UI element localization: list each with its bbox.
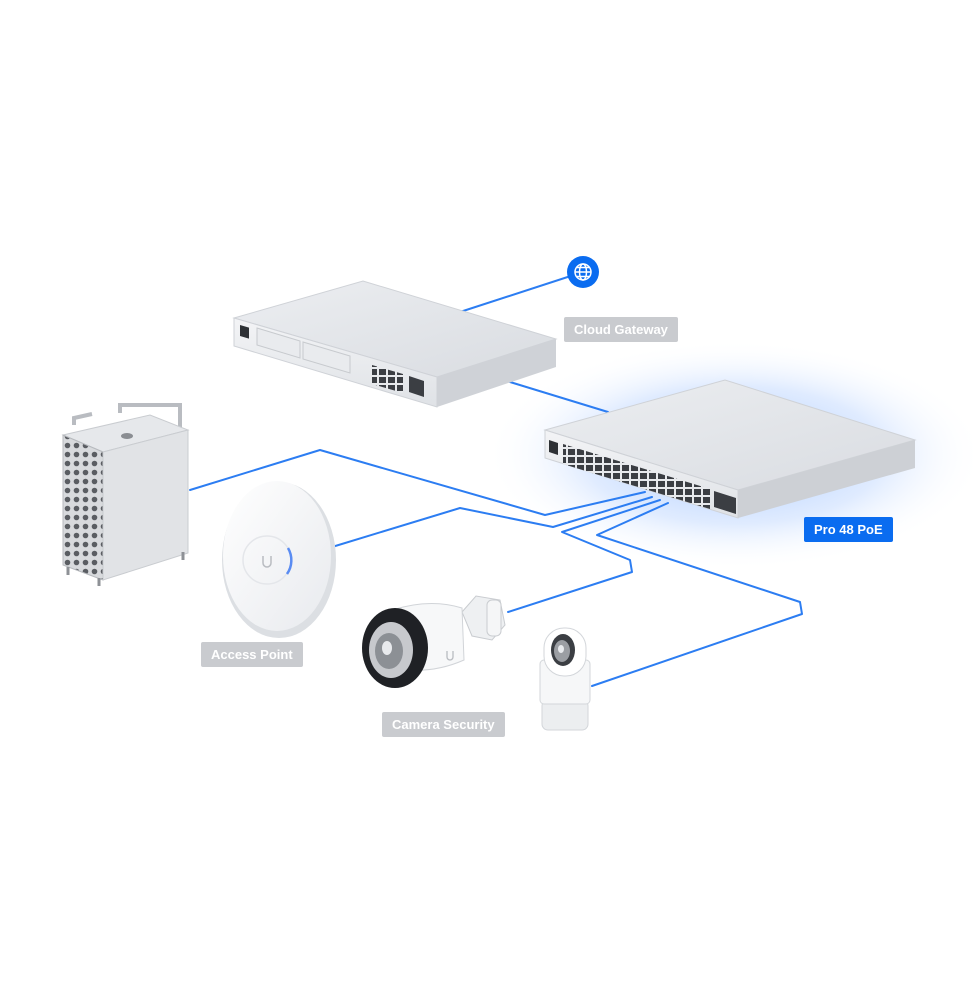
access-point-device bbox=[222, 481, 336, 638]
workstation-tower bbox=[61, 403, 190, 586]
internet-node bbox=[567, 256, 599, 288]
bullet-camera-device bbox=[362, 595, 506, 688]
network-cables bbox=[189, 271, 803, 687]
cable-switch-to-dome-camera bbox=[591, 502, 803, 687]
cable-switch-to-bullet-camera bbox=[507, 499, 661, 613]
camera-security-label: Camera Security bbox=[382, 712, 505, 737]
switch-label: Pro 48 PoE bbox=[804, 517, 893, 542]
dome-camera-device bbox=[539, 627, 591, 731]
pro-48-poe-switch bbox=[543, 379, 917, 519]
cloud-gateway-label: Cloud Gateway bbox=[564, 317, 678, 342]
cable-switch-to-access-point bbox=[331, 496, 653, 548]
cloud-gateway-device bbox=[232, 280, 558, 408]
cable-switch-to-workstation bbox=[189, 449, 646, 516]
globe-icon bbox=[574, 263, 592, 281]
cable-internet-to-gateway bbox=[459, 271, 584, 313]
cable-gateway-to-switch bbox=[509, 381, 609, 413]
access-point-label: Access Point bbox=[201, 642, 303, 667]
